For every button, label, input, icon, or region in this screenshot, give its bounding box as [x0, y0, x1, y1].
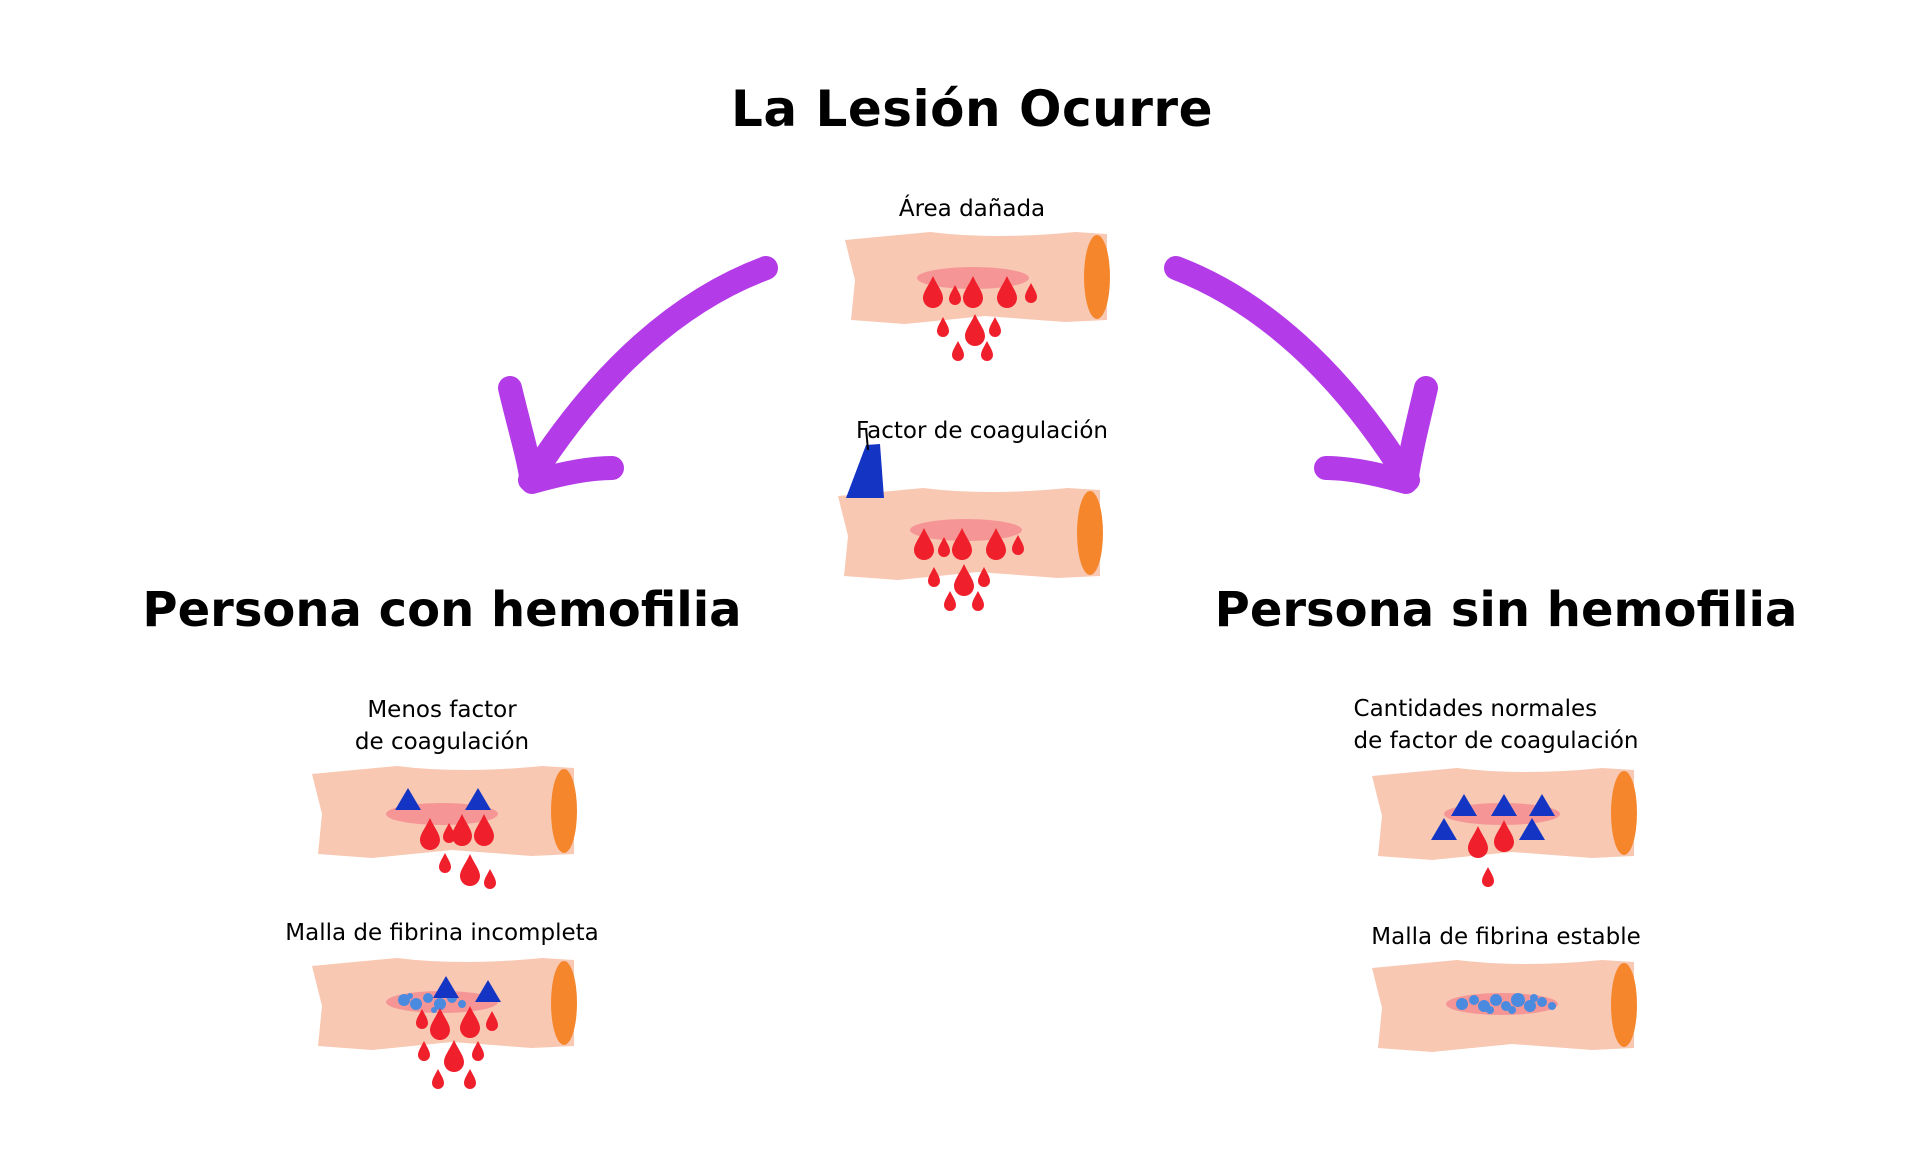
limb-normal-factor — [1372, 768, 1637, 887]
limb-incomplete-mesh — [312, 958, 577, 1089]
less-factor-line-1: Menos factor — [367, 697, 517, 723]
normal-factor-line-1: Cantidades normales — [1353, 696, 1598, 722]
less-factor-line-2: de coagulación — [354, 729, 530, 755]
clotting-factor-marker — [846, 427, 884, 498]
arrow-left — [498, 256, 778, 494]
incomplete-mesh-label: Malla de fibrina incompleta — [285, 920, 599, 946]
fibrin-mesh — [398, 993, 466, 1013]
limb-less-factor — [312, 766, 577, 889]
normal-factor-label: Cantidades normales de factor de coagula… — [1354, 693, 1639, 757]
limb-stable-mesh — [1372, 960, 1637, 1052]
limb-clotting-factor — [838, 488, 1103, 611]
fibrin-mesh — [1456, 993, 1556, 1014]
clotting-factor-label: Factor de coagulación — [856, 418, 1108, 444]
limb-damaged-area — [845, 232, 1110, 361]
arrow-right — [1164, 256, 1438, 494]
heading-without-hemophilia: Persona sin hemofilia — [1214, 582, 1798, 638]
main-title: La Lesión Ocurre — [731, 80, 1213, 138]
stable-mesh-label: Malla de fibrina estable — [1371, 924, 1641, 950]
normal-factor-line-2: de factor de coagulación — [1353, 728, 1639, 754]
heading-with-hemophilia: Persona con hemofilia — [142, 582, 742, 638]
less-factor-label: Menos factor de coagulación — [355, 694, 529, 758]
damaged-area-label: Área dañada — [898, 196, 1046, 222]
